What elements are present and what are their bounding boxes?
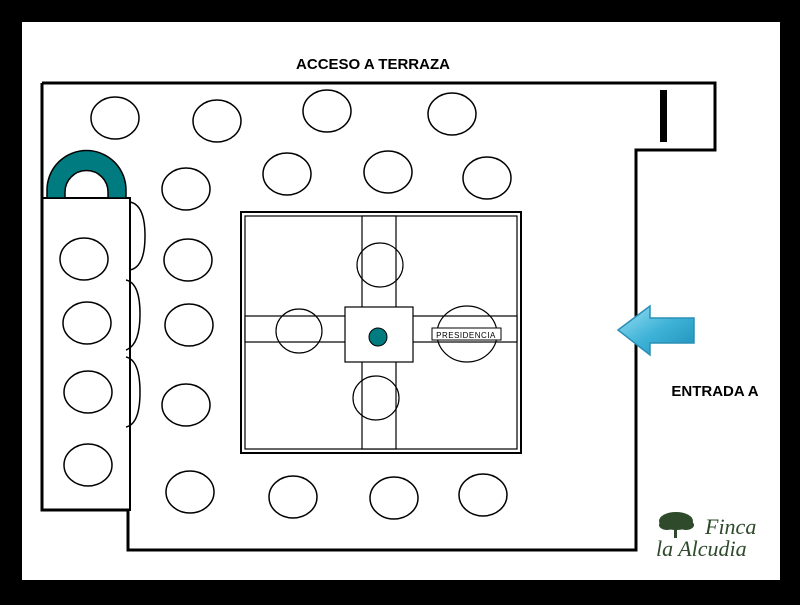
round-table [369, 476, 419, 520]
centerpiece-icon [368, 327, 388, 347]
presidency-box [431, 327, 502, 341]
cross-table-seat [275, 308, 323, 354]
cross-table-seat [352, 375, 400, 421]
round-table [462, 156, 512, 200]
round-table [268, 475, 318, 519]
round-table [363, 150, 413, 194]
door-marker [660, 90, 667, 142]
stage-arch-icon [46, 149, 127, 199]
round-table [62, 301, 112, 345]
round-table [262, 152, 312, 196]
terrace-access-label: ACCESO A TERRAZA [296, 56, 450, 73]
round-table [59, 237, 109, 281]
round-table [302, 89, 352, 133]
central-area-outer [240, 211, 522, 454]
side-counter [41, 197, 131, 511]
round-table [161, 383, 211, 427]
round-table [63, 370, 113, 414]
logo-line1: Finca [704, 514, 756, 539]
logo: Finca la Alcudia [656, 512, 756, 561]
cross-table-seat [356, 242, 404, 288]
round-table [90, 96, 140, 140]
arrow-left-icon [616, 304, 695, 357]
round-table [192, 99, 242, 143]
round-table [427, 92, 477, 136]
round-table [458, 473, 508, 517]
round-table [164, 303, 214, 347]
round-table [161, 167, 211, 211]
logo-line2: la Alcudia [656, 536, 747, 561]
round-table [63, 443, 113, 487]
round-tables [59, 89, 512, 520]
tree-icon [659, 512, 694, 538]
counter-stool [125, 279, 141, 351]
round-table [163, 238, 213, 282]
counter-stool [129, 201, 146, 271]
presidency-label: PRESIDENCIA [436, 331, 496, 340]
round-table [165, 470, 215, 514]
counter-stool [125, 356, 141, 428]
entrance-label: ENTRADA A [671, 383, 758, 400]
